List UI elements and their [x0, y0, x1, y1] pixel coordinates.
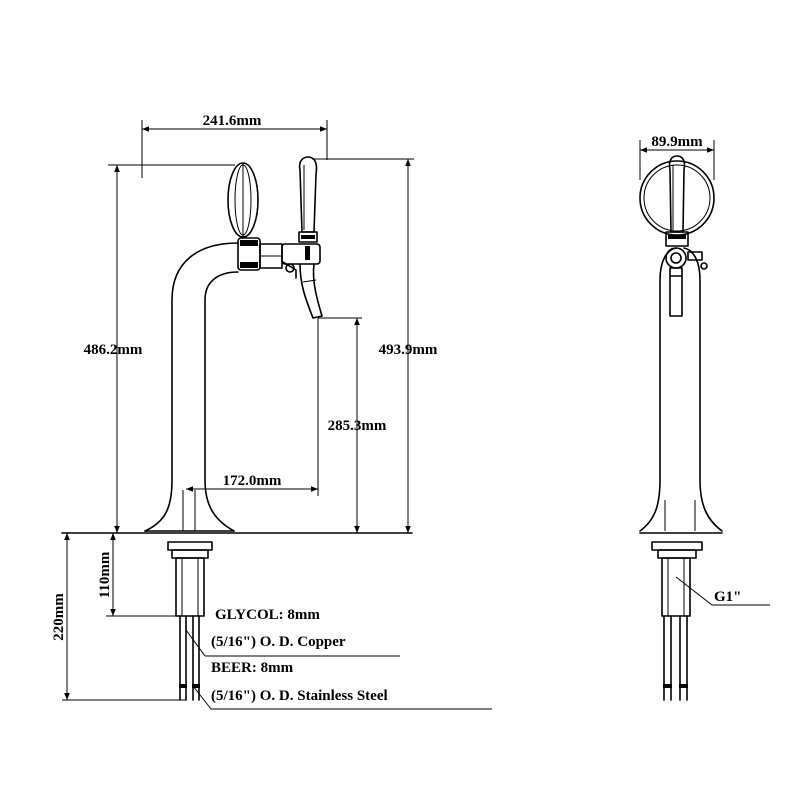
dim-total-length: 220mm [51, 533, 186, 701]
side-medallion [639, 155, 715, 236]
callout-glycol: GLYCOL: 8mm (5/16") O. D. Copper [185, 607, 400, 657]
dim-spout-reach: 172.0mm [186, 318, 319, 496]
dim-medallion-width: 89.9mm [639, 134, 715, 180]
tap-handle[interactable] [298, 156, 318, 243]
dim-left-height: 486.2mm [84, 164, 235, 533]
dim-shank-length: 110mm [97, 533, 176, 617]
dim-overall-width-text: 241.6mm [203, 113, 262, 129]
label-thread: G1" [714, 589, 742, 605]
side-view: 89.9mm G1" [639, 134, 770, 701]
label-beer-line: BEER: 8mm [211, 660, 294, 676]
dim-left-height-text: 486.2mm [84, 342, 143, 358]
faucet-spout [299, 263, 323, 319]
tower-connector [237, 237, 283, 271]
side-shank [651, 541, 703, 617]
dim-spout-height-text: 285.3mm [328, 418, 387, 434]
dim-spout-height: 285.3mm [318, 317, 387, 533]
front-view: 241.6mm 486.2mm 493.9mm 285.3mm 172.0mm [51, 113, 492, 710]
dim-overall-width: 241.6mm [141, 113, 328, 178]
side-python-lines [663, 615, 688, 701]
dim-spout-reach-text: 172.0mm [223, 473, 282, 489]
dim-shank-length-text: 110mm [97, 551, 113, 598]
callout-beer: BEER: 8mm (5/16") O. D. Stainless Steel [192, 660, 492, 710]
label-beer-material: (5/16") O. D. Stainless Steel [211, 688, 388, 704]
side-faucet [665, 231, 708, 317]
dim-medallion-width-text: 89.9mm [651, 134, 703, 150]
label-glycol-line: GLYCOL: 8mm [215, 607, 320, 623]
faucet-body [281, 243, 321, 279]
callout-thread: G1" [675, 576, 770, 606]
dim-total-length-text: 220mm [51, 593, 67, 641]
medallion [227, 162, 259, 238]
dim-right-height-text: 493.9mm [379, 342, 438, 358]
tower-body [144, 242, 239, 532]
side-tower-body [639, 247, 723, 532]
python-lines [179, 615, 200, 701]
shank [167, 541, 213, 617]
dim-right-height: 493.9mm [312, 158, 438, 533]
label-glycol-material: (5/16") O. D. Copper [211, 634, 346, 650]
